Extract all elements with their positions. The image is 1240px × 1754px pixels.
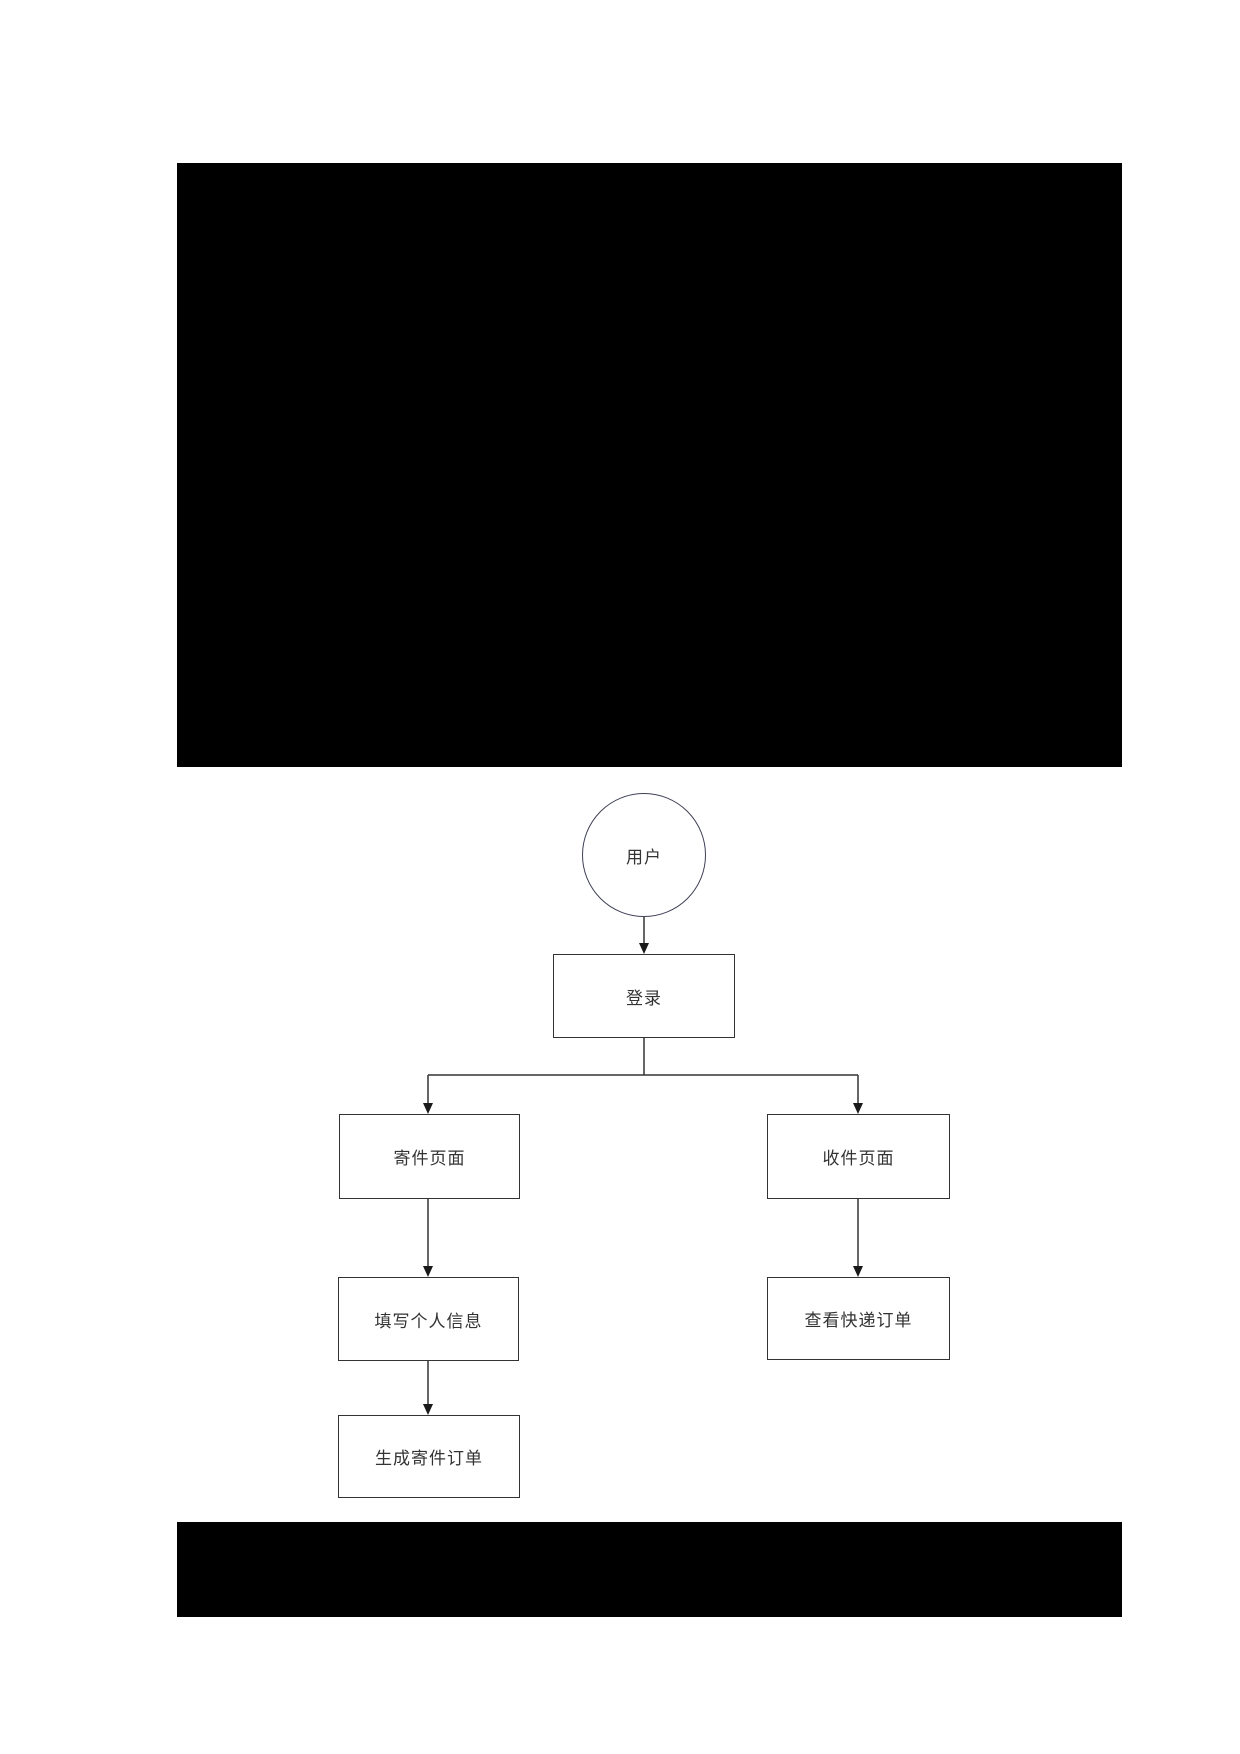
arrowhead-receive-page: [853, 1103, 863, 1114]
node-create-order-label: 生成寄件订单: [375, 1449, 483, 1468]
flowchart-node-login: 登录: [553, 954, 735, 1038]
redacted-image-bottom: [177, 1522, 1122, 1617]
flowchart-node-send-page: 寄件页面: [339, 1114, 520, 1199]
flowchart-node-receive-page: 收件页面: [767, 1114, 950, 1199]
arrowhead-create-order: [423, 1404, 433, 1415]
flowchart-node-create-order: 生成寄件订单: [338, 1415, 520, 1498]
node-user-label: 用户: [626, 847, 662, 867]
flowchart-node-view-order: 查看快递订单: [767, 1277, 950, 1360]
arrowhead-send-page: [423, 1103, 433, 1114]
arrowhead-login: [639, 943, 649, 954]
node-login-label: 登录: [626, 988, 662, 1008]
node-receive-page-label: 收件页面: [822, 1149, 895, 1168]
redacted-image-top: [177, 163, 1122, 767]
arrowhead-view-order: [853, 1266, 863, 1277]
flowchart-node-fill-info: 填写个人信息: [338, 1277, 519, 1361]
flowchart-node-user: 用户: [582, 793, 706, 917]
node-view-order-label: 查看快递订单: [804, 1311, 913, 1330]
node-send-page-label: 寄件页面: [393, 1149, 466, 1168]
node-fill-info-label: 填写个人信息: [374, 1311, 483, 1331]
arrowhead-fill-info: [423, 1266, 433, 1277]
